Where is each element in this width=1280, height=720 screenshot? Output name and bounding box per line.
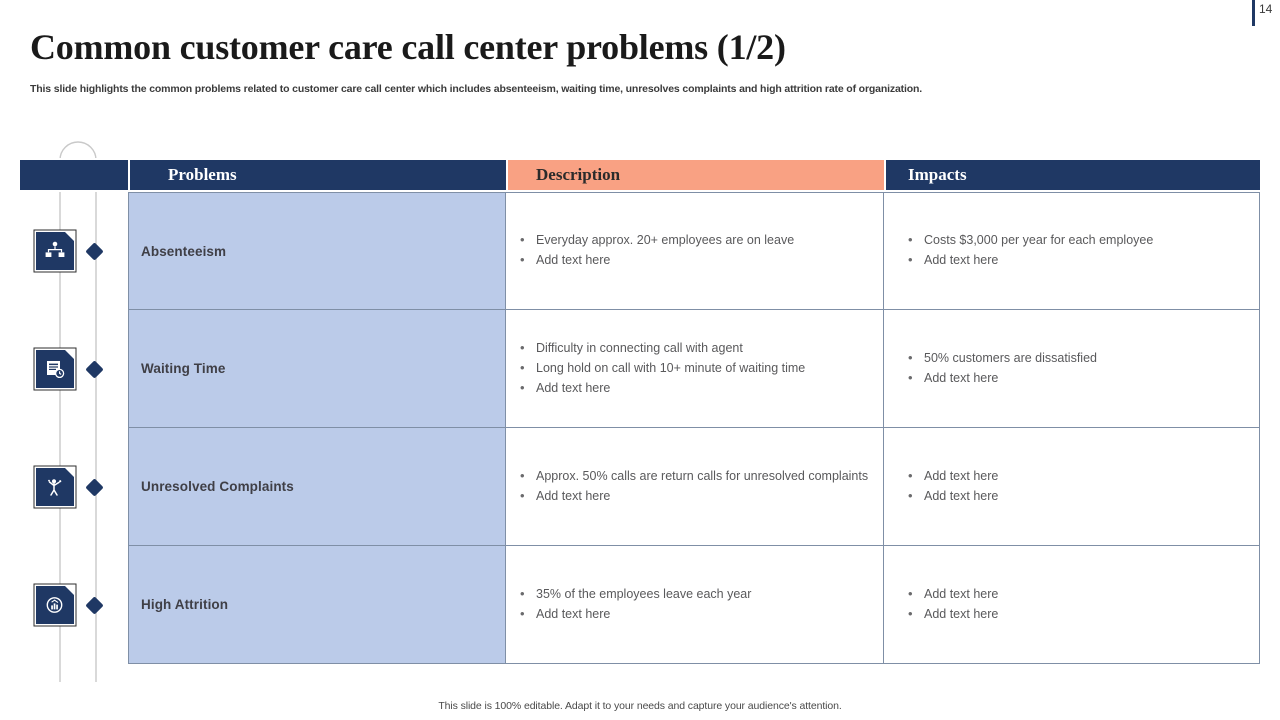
list-item: Approx. 50% calls are return calls for u… [514,466,868,486]
problem-cell[interactable]: High Attrition [128,546,506,664]
page-number-text: 14 [1259,2,1273,16]
row-icon-cell [20,546,128,664]
row-connector-diamond [85,595,104,615]
table-row: High Attrition 35% of the employees leav… [20,546,1260,664]
row-connector-diamond [85,359,104,379]
impacts-cell[interactable]: Costs $3,000 per year for each employee … [884,192,1260,310]
list-item: Long hold on call with 10+ minute of wai… [514,358,805,378]
impacts-list: Add text here Add text here [902,584,998,625]
table-body: Absenteeism Everyday approx. 20+ employe… [20,192,1260,664]
problems-table: Problems Description Impacts [20,158,1260,664]
page-subtitle: This slide highlights the common problem… [30,83,923,95]
list-item: 50% customers are dissatisfied [902,348,1097,368]
description-list: 35% of the employees leave each year Add… [514,584,751,625]
row-icon-cell [20,192,128,310]
impacts-cell[interactable]: Add text here Add text here [884,546,1260,664]
list-item: Costs $3,000 per year for each employee [902,230,1153,250]
table-header-row: Problems Description Impacts [20,158,1260,192]
problem-label: Waiting Time [141,361,226,376]
row-icon-cell [20,310,128,428]
list-item: Add text here [902,250,1153,270]
table-row: Waiting Time Difficulty in connecting ca… [20,310,1260,428]
list-item: Difficulty in connecting call with agent [514,338,805,358]
problem-cell[interactable]: Absenteeism [128,192,506,310]
list-item: Everyday approx. 20+ employees are on le… [514,230,794,250]
description-cell[interactable]: 35% of the employees leave each year Add… [506,546,884,664]
column-header-description-label: Description [536,165,621,184]
org-chart-icon [36,232,74,270]
problem-cell[interactable]: Unresolved Complaints [128,428,506,546]
header-spacer-cell [20,158,128,192]
impacts-list: 50% customers are dissatisfied Add text … [902,348,1097,389]
list-item: Add text here [902,368,1097,388]
problem-cell[interactable]: Waiting Time [128,310,506,428]
page-title: Common customer care call center problem… [30,27,786,67]
list-item: Add text here [514,604,751,624]
table-row: Absenteeism Everyday approx. 20+ employe… [20,192,1260,310]
impacts-list: Costs $3,000 per year for each employee … [902,230,1153,271]
list-item: 35% of the employees leave each year [514,584,751,604]
impacts-cell[interactable]: 50% customers are dissatisfied Add text … [884,310,1260,428]
list-item: Add text here [902,604,998,624]
list-item: Add text here [514,378,805,398]
list-item: Add text here [514,486,868,506]
row-connector-diamond [85,477,104,497]
row-connector-diamond [85,241,104,261]
impacts-cell[interactable]: Add text here Add text here [884,428,1260,546]
list-item: Add text here [902,584,998,604]
list-item: Add text here [902,486,998,506]
page-number-accent-bar [1252,0,1255,26]
description-list: Difficulty in connecting call with agent… [514,338,805,399]
list-item: Add text here [902,466,998,486]
problem-label: Unresolved Complaints [141,479,294,494]
problem-label: High Attrition [141,597,229,612]
list-item: Add text here [514,250,794,270]
impacts-list: Add text here Add text here [902,466,998,507]
column-header-problems[interactable]: Problems [128,158,506,192]
description-list: Everyday approx. 20+ employees are on le… [514,230,794,271]
description-cell[interactable]: Approx. 50% calls are return calls for u… [506,428,884,546]
circular-bar-chart-icon [36,586,74,624]
person-raised-arms-icon [36,468,74,506]
column-header-problems-label: Problems [168,165,237,184]
column-header-impacts[interactable]: Impacts [884,158,1260,192]
footer-note: This slide is 100% editable. Adapt it to… [438,700,842,712]
problem-label: Absenteeism [141,243,227,259]
page-number-badge: 14 [1252,0,1280,26]
table-row: Unresolved Complaints Approx. 50% calls … [20,428,1260,546]
column-header-description[interactable]: Description [506,158,884,192]
description-list: Approx. 50% calls are return calls for u… [514,466,868,507]
row-icon-cell [20,428,128,546]
description-cell[interactable]: Difficulty in connecting call with agent… [506,310,884,428]
document-checklist-icon [36,350,74,388]
description-cell[interactable]: Everyday approx. 20+ employees are on le… [506,192,884,310]
column-header-impacts-label: Impacts [908,165,967,184]
